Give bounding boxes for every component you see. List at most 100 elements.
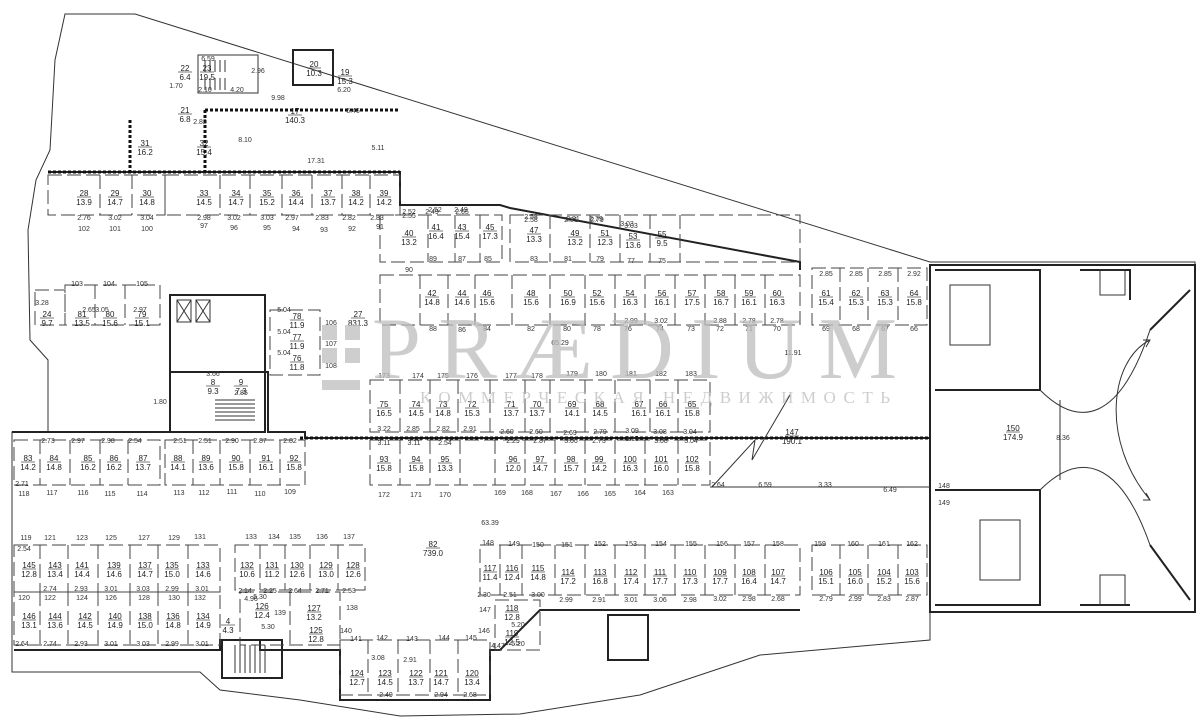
room-22[interactable]: 226.4 (178, 64, 192, 82)
room-8[interactable]: 89.3 (206, 378, 220, 396)
room-21[interactable]: 216.8 (178, 106, 192, 124)
room-24[interactable]: 249.7 (40, 310, 54, 328)
room-9[interactable]: 97.3 (234, 378, 248, 396)
